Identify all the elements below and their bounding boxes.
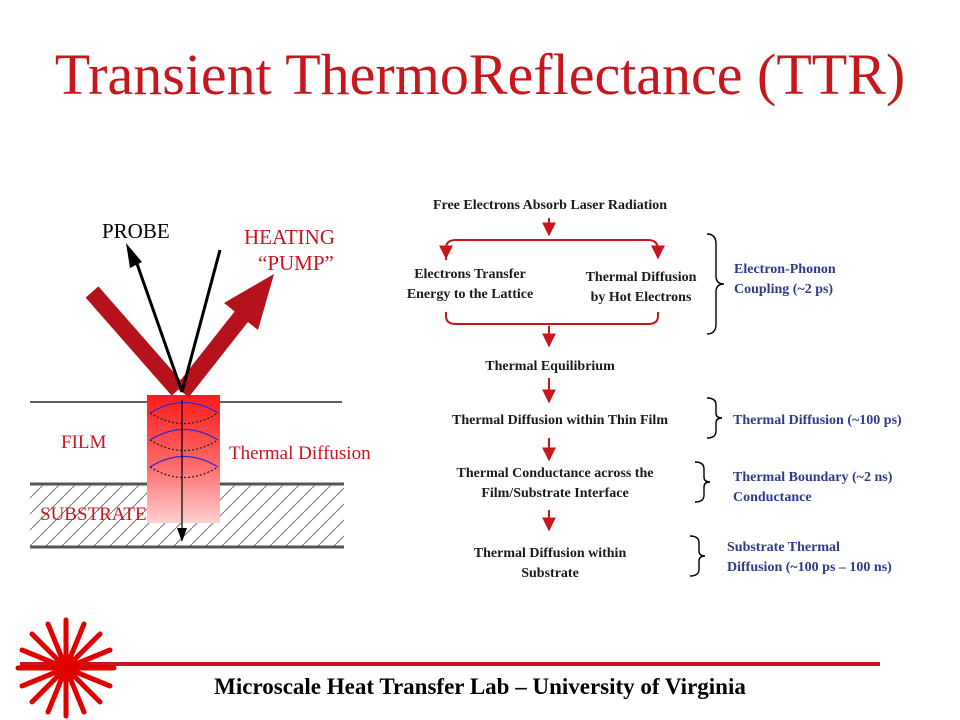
flow-substrate-diffusion: Thermal Diffusion within Substrate: [430, 544, 670, 584]
film-label: FILM: [61, 432, 107, 453]
flow-film-diffusion: Thermal Diffusion within Thin Film: [451, 413, 668, 428]
probe-incident-line: [180, 249, 222, 393]
probe-reflected-line: [133, 257, 184, 393]
sunburst-logo-icon: [15, 617, 117, 719]
flow-hot-diffusion: Thermal Diffusion by Hot Electrons: [566, 268, 716, 308]
probe-label: PROBE: [102, 219, 170, 243]
flow-transfer-line1: Electrons Transfer: [414, 267, 526, 282]
note-tb-line2: Conductance: [733, 490, 812, 505]
note-braces: [689, 233, 725, 577]
flow-conductance-line2: Film/Substrate Interface: [481, 486, 629, 501]
thermal-diffusion-label: Thermal Diffusion: [229, 443, 371, 464]
flow-conductance: Thermal Conductance across the Film/Subs…: [410, 464, 700, 504]
note-thermal-diffusion: Thermal Diffusion (~100 ps): [733, 413, 902, 428]
pump-beam: [175, 306, 252, 398]
substrate-label: SUBSTRATE: [40, 504, 147, 525]
note-substrate-thermal: Substrate Thermal Diffusion (~100 ps – 1…: [727, 538, 892, 578]
heated-region: [147, 395, 220, 523]
pump-label-line1: HEATING: [244, 225, 335, 249]
flow-substrate-diffusion-line2: Substrate: [521, 566, 579, 581]
incident-beam: [85, 286, 185, 396]
pump-arrow-head: [224, 274, 274, 330]
flow-arrows: [439, 218, 665, 532]
footer-lab-name: Microscale Heat Transfer Lab – Universit…: [214, 674, 746, 699]
flow-transfer: Electrons Transfer Energy to the Lattice: [380, 265, 560, 305]
note-electron-phonon: Electron-Phonon Coupling (~2 ps): [734, 260, 836, 300]
flow-conductance-line1: Thermal Conductance across the: [456, 466, 654, 481]
note-ep-line2: Coupling (~2 ps): [734, 282, 834, 297]
flow-hot-diffusion-line2: by Hot Electrons: [590, 290, 692, 305]
flow-substrate-diffusion-line1: Thermal Diffusion within: [473, 546, 627, 561]
note-ep-line1: Electron-Phonon: [734, 262, 836, 277]
wave-lines: [149, 401, 219, 479]
note-sub-line1: Substrate Thermal: [727, 540, 840, 555]
diffusion-arrow-head: [177, 528, 187, 542]
note-sub-line2: Diffusion (~100 ps – 100 ns): [727, 560, 892, 575]
flow-absorb: Free Electrons Absorb Laser Radiation: [432, 198, 668, 213]
flow-equilibrium: Thermal Equilibrium: [485, 359, 615, 374]
note-tb-line1: Thermal Boundary (~2 ns): [733, 470, 893, 485]
page-title: Transient ThermoReflectance (TTR): [54, 42, 906, 107]
note-thermal-boundary: Thermal Boundary (~2 ns) Conductance: [733, 468, 892, 508]
flow-hot-diffusion-line1: Thermal Diffusion: [585, 270, 697, 285]
pump-label-line2: “PUMP”: [258, 251, 334, 275]
probe-arrow-head: [126, 243, 142, 268]
flow-transfer-line2: Energy to the Lattice: [406, 287, 534, 302]
